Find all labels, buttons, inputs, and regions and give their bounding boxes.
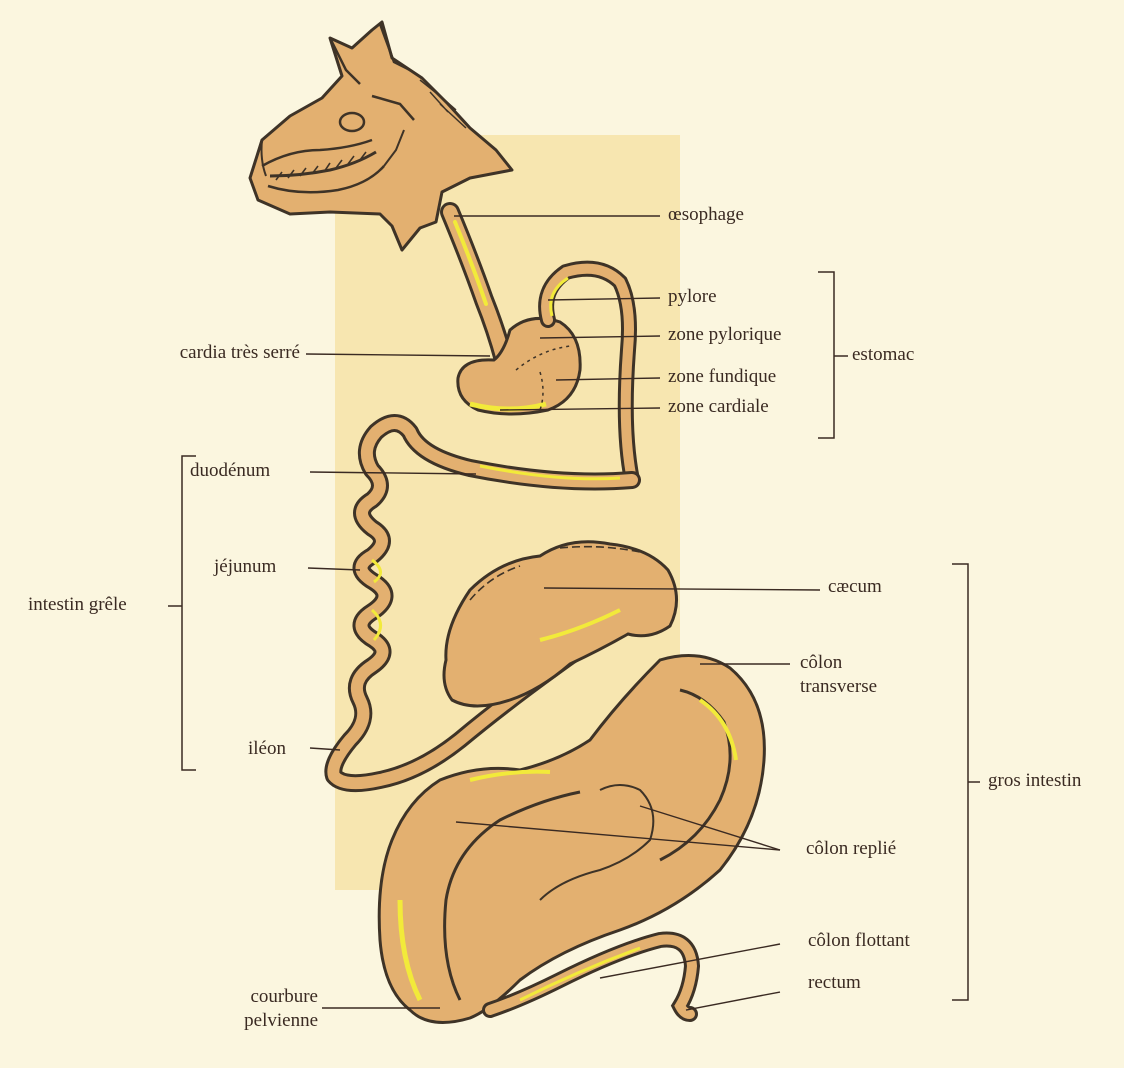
label-oesophage: œsophage [668, 204, 744, 226]
label-colon-transverse-2: transverse [800, 676, 877, 698]
label-estomac: estomac [852, 344, 914, 366]
label-courbure-1: courbure [200, 986, 318, 1008]
label-jejunum: jéjunum [214, 556, 276, 578]
label-caecum: cæcum [828, 576, 882, 598]
label-zone-fundique: zone fundique [668, 366, 776, 388]
label-gros-intestin: gros intestin [988, 770, 1081, 792]
label-pylore: pylore [668, 286, 717, 308]
label-rectum: rectum [808, 972, 861, 994]
bracket-estomac [818, 272, 848, 438]
bracket-intestin-grele [168, 456, 196, 770]
label-zone-pylorique: zone pylorique [668, 324, 781, 346]
label-ileon: iléon [248, 738, 286, 760]
label-zone-cardiale: zone cardiale [668, 396, 769, 418]
label-courbure-2: pelvienne [200, 1010, 318, 1032]
label-duodenum: duodénum [190, 460, 270, 482]
label-intestin-grele: intestin grêle [28, 594, 127, 616]
label-colon-replie: côlon replié [806, 838, 896, 860]
label-cardia: cardia très serré [120, 342, 300, 364]
label-colon-transverse-1: côlon [800, 652, 842, 674]
bracket-gros-intestin [952, 564, 980, 1000]
label-colon-flottant: côlon flottant [808, 930, 910, 952]
